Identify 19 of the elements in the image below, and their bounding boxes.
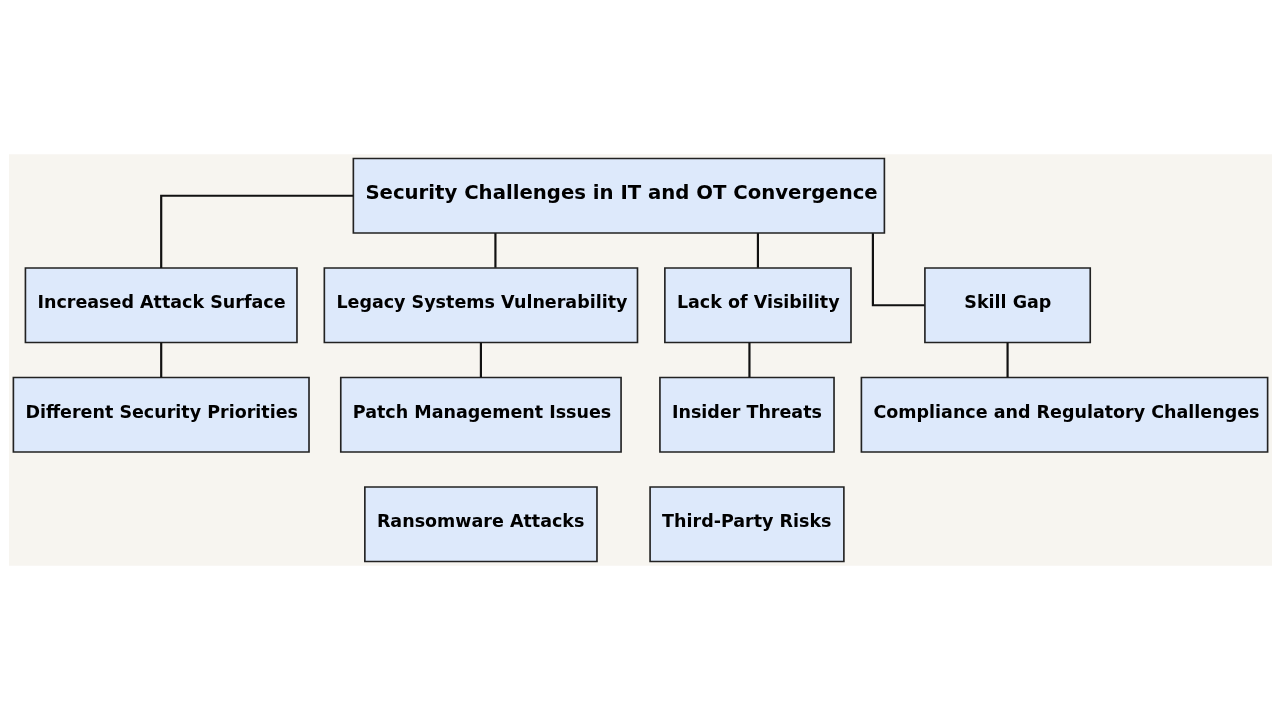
connector [159, 194, 353, 268]
node-box: Legacy Systems Vulnerability [323, 267, 638, 344]
node-box: Skill Gap [923, 267, 1091, 344]
connector [1005, 342, 1009, 378]
connector [159, 342, 162, 378]
node-box: Lack of Visibility [663, 267, 852, 344]
node-box: Security Challenges in IT and OT Convergence [352, 157, 885, 234]
node-box: Different Security Priorities [12, 376, 310, 453]
node-box: Ransomware Attacks [363, 486, 598, 563]
node-box: Third-Party Risks [648, 486, 845, 563]
connector [479, 342, 482, 378]
node-box: Insider Threats [658, 376, 835, 453]
node-box: Increased Attack Surface [24, 267, 298, 344]
connector [871, 233, 925, 307]
node-box: Compliance and Regulatory Challenges [860, 376, 1268, 453]
connector [493, 233, 496, 268]
node-box: Patch Management Issues [339, 376, 622, 453]
connector [747, 342, 751, 378]
connector [756, 233, 759, 268]
